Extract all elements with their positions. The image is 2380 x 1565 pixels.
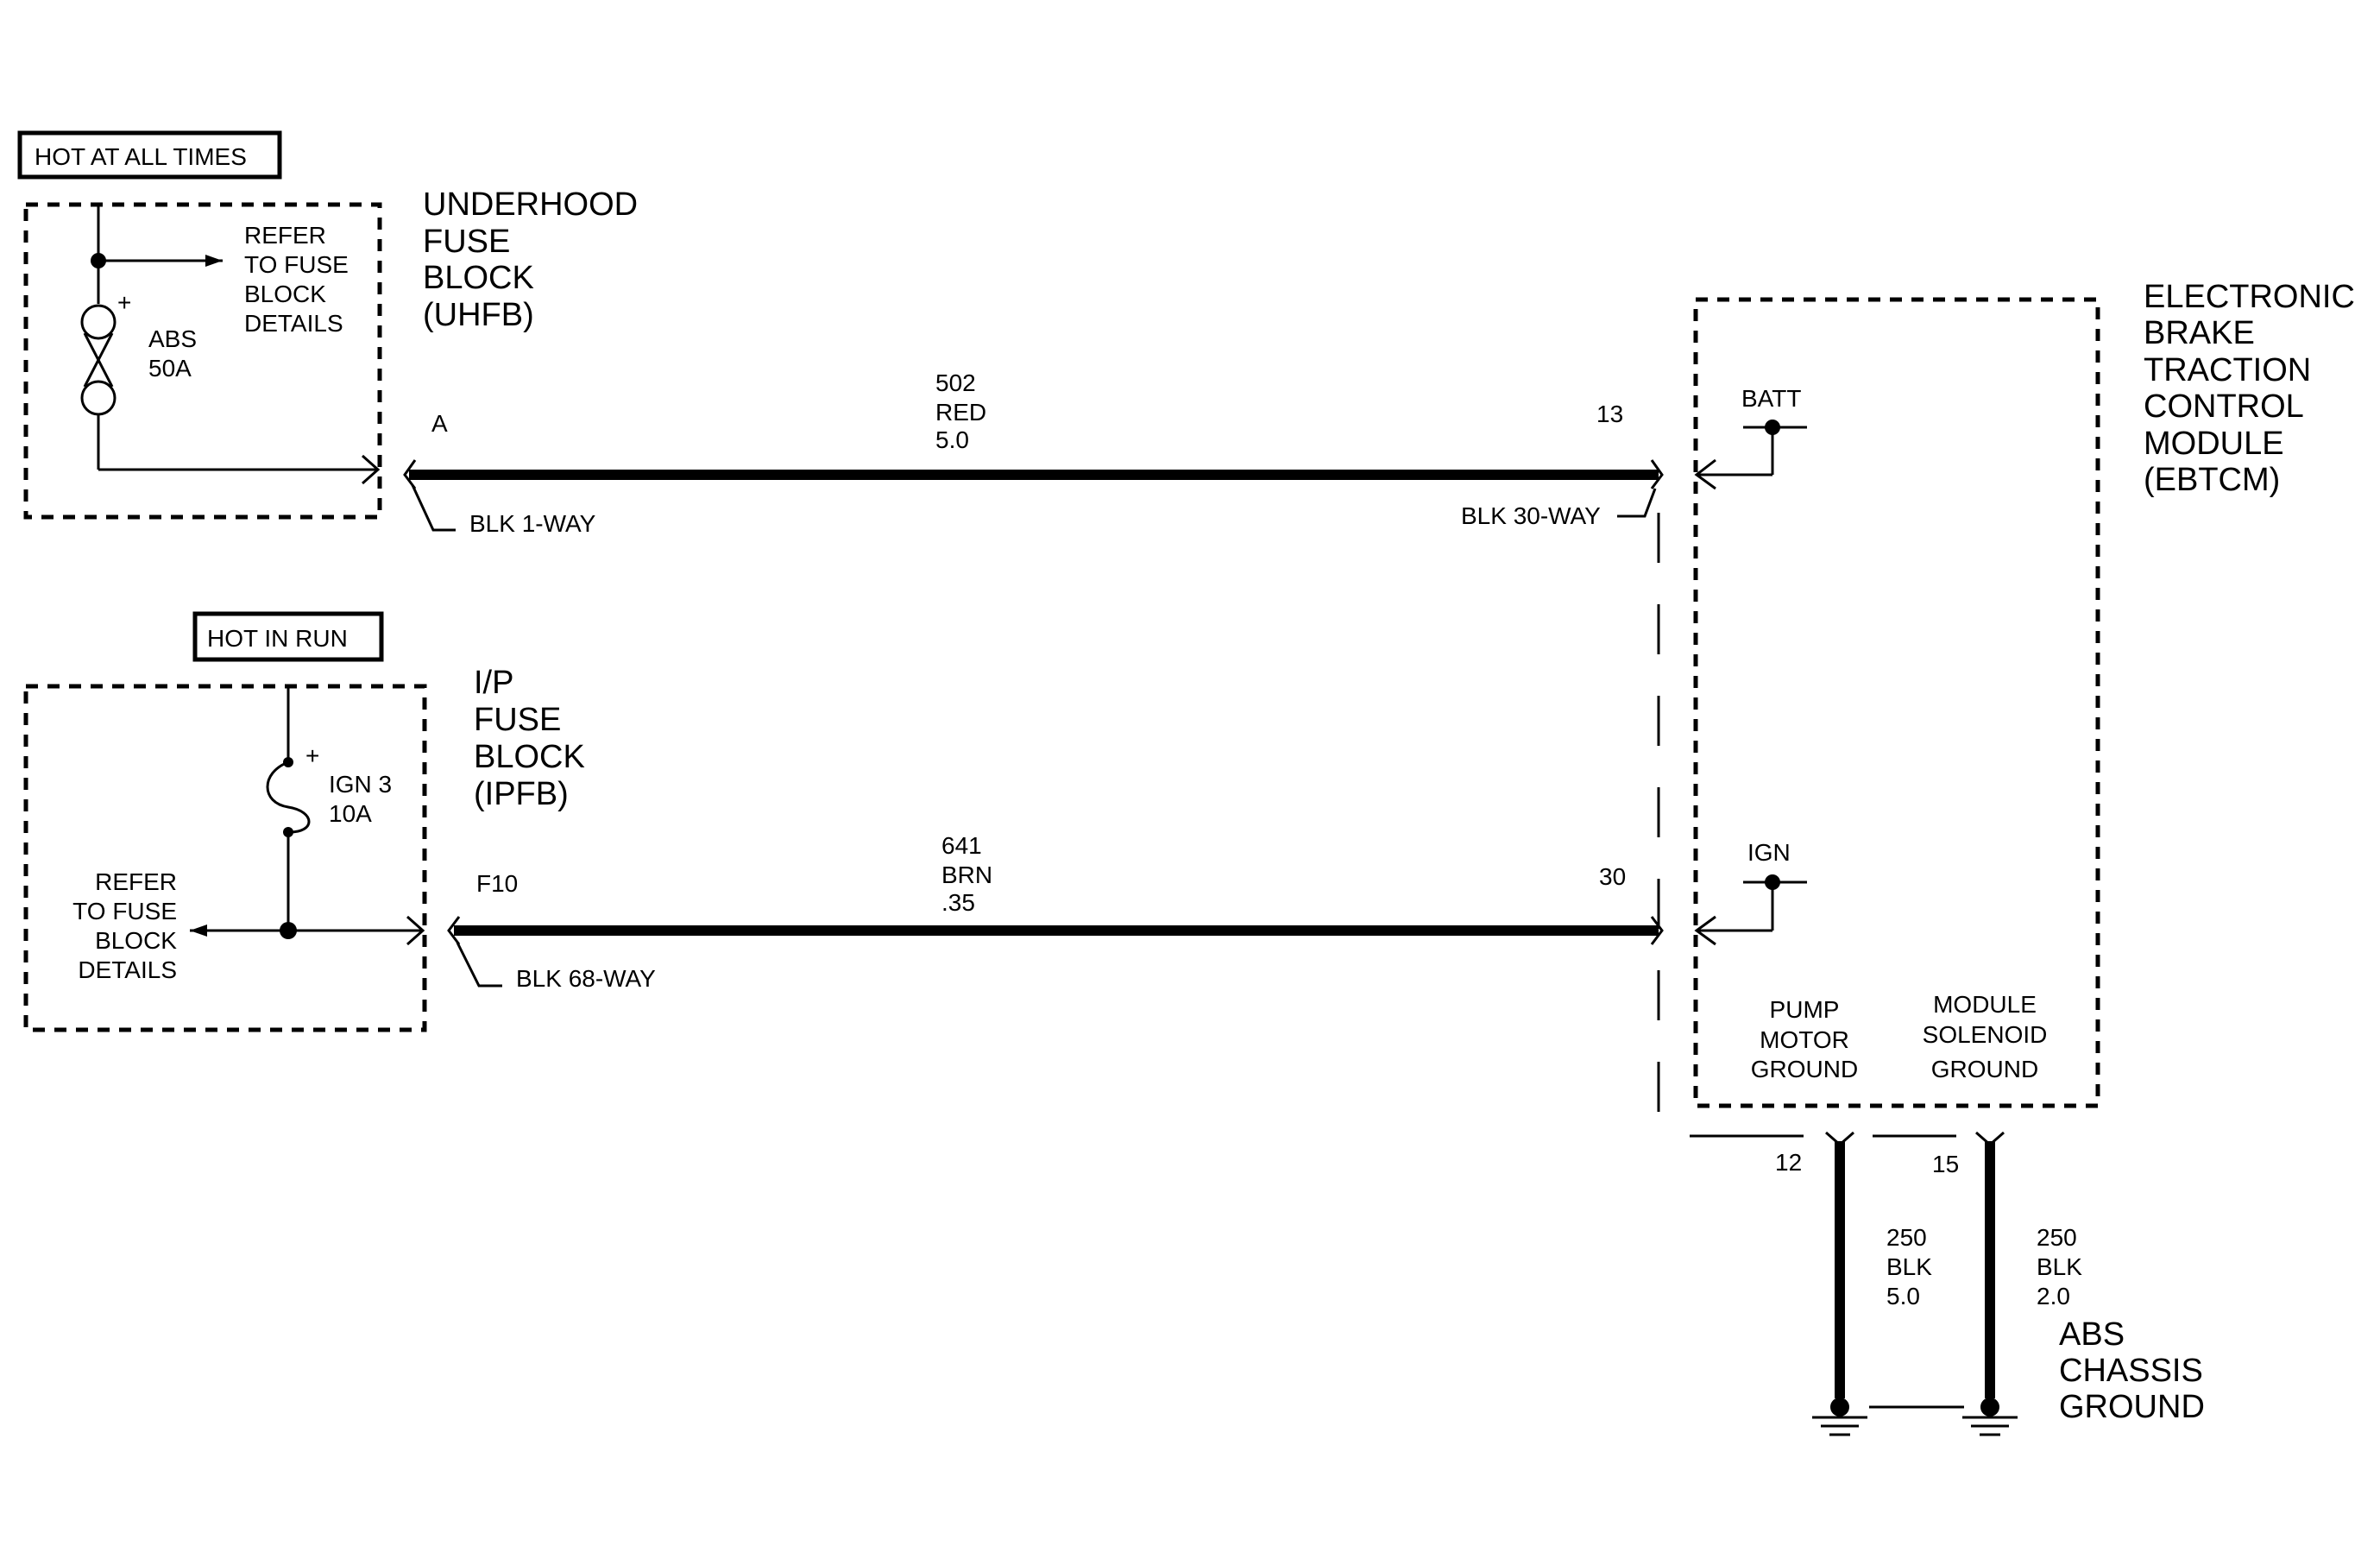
wire-502-circuit: 502	[935, 369, 976, 396]
hot-in-run-label: HOT IN RUN	[207, 625, 348, 652]
ground-name-line: GROUND	[2059, 1389, 2205, 1425]
ebtcm-name-line: ELECTRONIC	[2144, 279, 2355, 315]
abs-fuse-rating: 50A	[148, 355, 192, 382]
uhfb-name-line: FUSE	[423, 224, 510, 260]
ipfb-pin-label: F10	[476, 870, 518, 897]
ipfb-refer-line: BLOCK	[95, 927, 177, 954]
wire-641-gauge: .35	[941, 889, 975, 916]
ebtcm-name-line: BRAKE	[2144, 315, 2255, 351]
ipfb-name: I/P FUSE BLOCK (IPFB)	[474, 665, 585, 812]
ipfb-connector-leader	[456, 942, 502, 988]
uhfb-name-line: UNDERHOOD	[423, 186, 638, 223]
ipfb-name-line: FUSE	[474, 702, 561, 738]
ebtcm-pin-13-label: 13	[1596, 401, 1623, 427]
ebtcm-pin-12-label: 12	[1775, 1149, 1802, 1176]
ebtcm-pin-30-male-terminal	[1650, 916, 1664, 945]
uhfb-refer-line: REFER	[244, 222, 326, 249]
wire-250-pump-color: BLK	[1886, 1253, 1932, 1280]
ebtcm-name-line: MODULE	[2144, 426, 2284, 462]
ipfb-female-terminal	[406, 915, 425, 946]
abs-chassis-ground-name: ABS CHASSIS GROUND	[2059, 1316, 2205, 1425]
ebtcm-name: ELECTRONIC BRAKE TRACTION CONTROL MODULE…	[2144, 279, 2355, 498]
ipfb-connector-label: BLK 68-WAY	[516, 965, 656, 992]
ipfb-refer-line: DETAILS	[78, 956, 177, 983]
ipfb-refer-line: TO FUSE	[72, 898, 177, 924]
wire-502-gauge: 5.0	[935, 426, 969, 453]
ign3-fuse-symbol	[266, 760, 311, 834]
solenoid-label-line: GROUND	[1931, 1056, 2038, 1082]
ebtcm-pin-30-label: 30	[1599, 863, 1626, 890]
uhfb-name-line: BLOCK	[423, 260, 534, 296]
ign3-fuse-name: IGN 3	[329, 771, 392, 798]
wire-250-solenoid-color: BLK	[2037, 1253, 2082, 1280]
pump-motor-ground-label: PUMP MOTOR GROUND	[1751, 996, 1858, 1082]
ebtcm-connector-leader	[1617, 488, 1657, 518]
uhfb-male-terminal	[403, 459, 417, 489]
wire-250-pump-circuit: 250	[1886, 1224, 1927, 1251]
uhfb-pin-label: A	[431, 410, 448, 437]
ipfb-refer-line: REFER	[95, 868, 177, 895]
ground-symbol-pump	[1812, 1398, 1867, 1436]
ebtcm-connector-outline	[1657, 513, 1671, 1138]
ipfb-male-terminal	[447, 916, 461, 945]
ipfb-name-line: BLOCK	[474, 739, 585, 775]
abs-fuse-name: ABS	[148, 325, 197, 352]
ipfb-name-line: (IPFB)	[474, 776, 569, 812]
wire-502-color: RED	[935, 399, 986, 426]
uhfb-refer-line: BLOCK	[244, 281, 326, 307]
uhfb-name: UNDERHOOD FUSE BLOCK (UHFB)	[423, 186, 638, 333]
ebtcm-batt-label: BATT	[1741, 385, 1801, 412]
uhfb-box	[23, 202, 382, 520]
uhfb-connector-label: BLK 1-WAY	[469, 510, 596, 537]
ebtcm-batt-node	[1765, 420, 1780, 435]
module-solenoid-ground-label: MODULE SOLENOID GROUND	[1923, 991, 2048, 1082]
pump-label-line: MOTOR	[1760, 1026, 1849, 1053]
uhfb-refer-line: TO FUSE	[244, 251, 349, 278]
hot-at-all-times-tag: HOT AT ALL TIMES	[17, 130, 282, 180]
wire-250-solenoid-gauge: 2.0	[2037, 1283, 2070, 1309]
wire-641-color: BRN	[941, 861, 992, 888]
ebtcm-ign-label: IGN	[1747, 839, 1791, 866]
solenoid-label-line: MODULE	[1933, 991, 2037, 1018]
solenoid-label-line: SOLENOID	[1923, 1021, 2048, 1048]
uhfb-connector-leader	[411, 484, 456, 532]
ebtcm-name-line: CONTROL	[2144, 388, 2304, 425]
abs-fuse-symbol	[80, 304, 116, 416]
uhfb-refer-text: REFER TO FUSE BLOCK DETAILS	[244, 222, 349, 337]
ipfb-name-line: I/P	[474, 665, 513, 701]
ground-name-line: CHASSIS	[2059, 1353, 2203, 1389]
ipfb-refer-text: REFER TO FUSE BLOCK DETAILS	[72, 868, 177, 983]
pump-label-line: PUMP	[1770, 996, 1840, 1023]
ebtcm-pin-13-male-terminal	[1650, 459, 1664, 489]
ground-symbol-solenoid	[1962, 1398, 2018, 1436]
uhfb-female-terminal	[362, 454, 381, 485]
ground-name-line: ABS	[2059, 1316, 2125, 1353]
wire-641-circuit: 641	[941, 832, 982, 859]
ebtcm-pin-15-label: 15	[1932, 1151, 1959, 1177]
wire-250-pump-gauge: 5.0	[1886, 1283, 1920, 1309]
ipfb-box	[23, 684, 427, 1032]
abs-fuse-polarity: +	[117, 289, 131, 316]
ign3-fuse-rating: 10A	[329, 800, 372, 827]
ebtcm-connector-label: BLK 30-WAY	[1461, 502, 1601, 529]
ign3-fuse-polarity: +	[305, 742, 319, 769]
uhfb-name-line: (UHFB)	[423, 297, 534, 333]
ebtcm-box	[1693, 297, 2100, 1108]
ebtcm-name-line: TRACTION	[2144, 352, 2311, 388]
wire-250-solenoid-circuit: 250	[2037, 1224, 2077, 1251]
hot-at-all-times-label: HOT AT ALL TIMES	[35, 143, 247, 170]
ebtcm-name-line: (EBTCM)	[2144, 462, 2280, 498]
ebtcm-ign-node	[1765, 874, 1780, 890]
pump-label-line: GROUND	[1751, 1056, 1858, 1082]
uhfb-refer-line: DETAILS	[244, 310, 343, 337]
hot-in-run-tag: HOT IN RUN	[192, 611, 384, 662]
